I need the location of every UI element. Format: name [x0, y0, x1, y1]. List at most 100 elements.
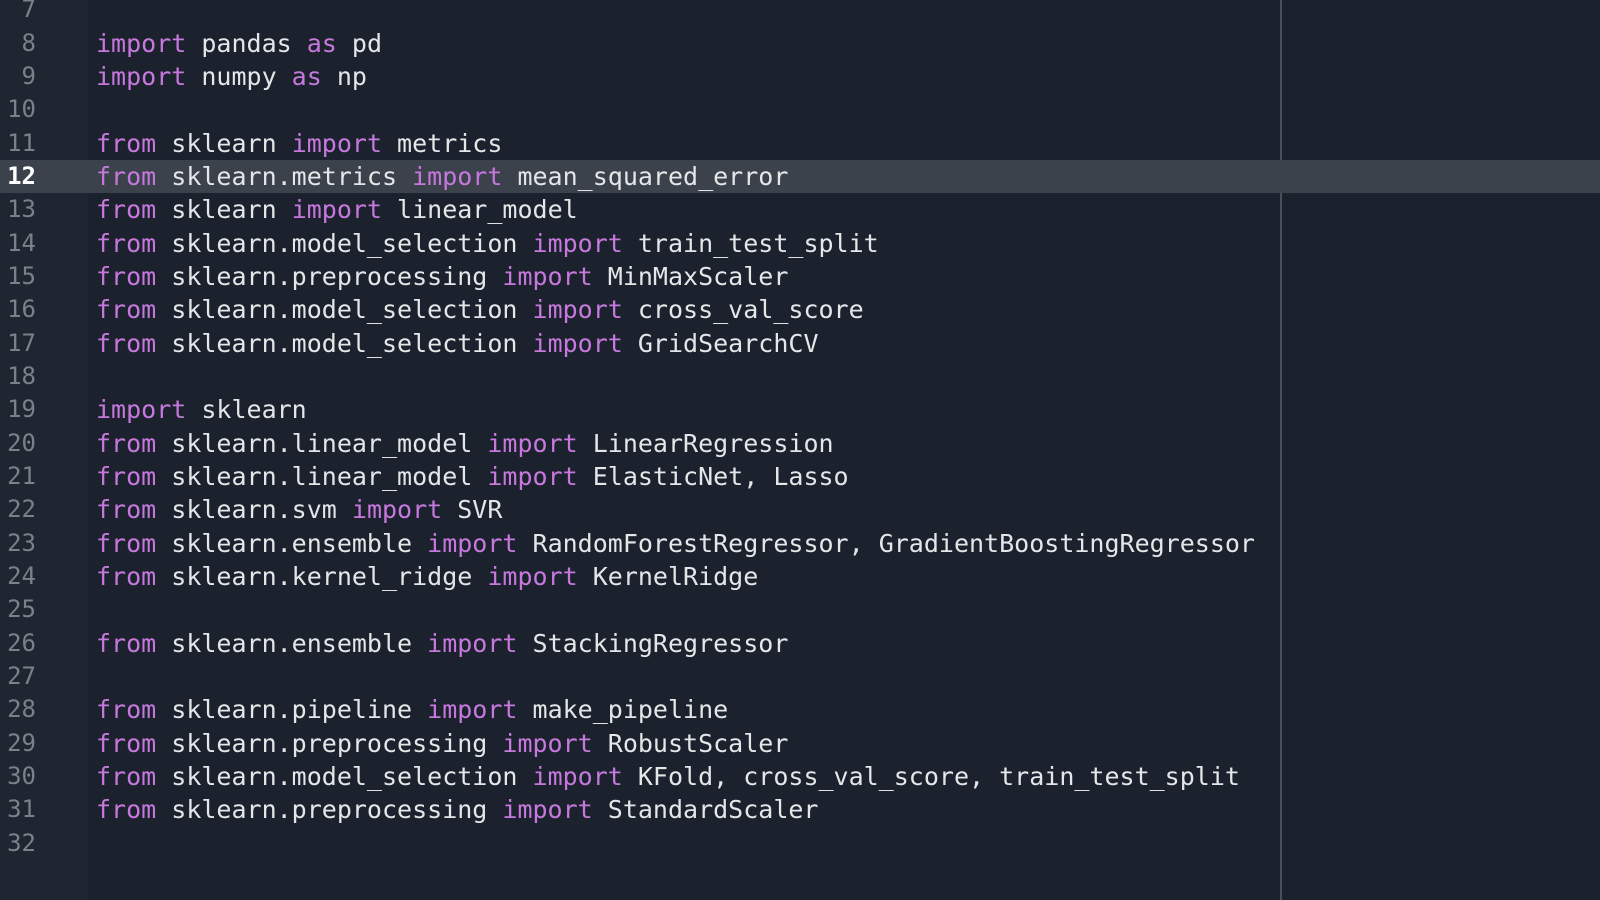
line-number: 25 [7, 595, 36, 624]
code-line[interactable]: 10 [0, 93, 1600, 126]
code-token: sklearn.preprocessing [156, 795, 503, 825]
code-text: from sklearn.preprocessing import MinMax… [96, 260, 788, 293]
keyword-token: import [96, 395, 187, 425]
line-number: 15 [7, 261, 36, 290]
line-number: 30 [7, 761, 36, 790]
keyword-token: from [96, 628, 157, 658]
keyword-token: import [532, 328, 623, 358]
line-number: 12 [7, 161, 36, 190]
line-number: 16 [7, 295, 36, 324]
line-number: 13 [7, 195, 36, 224]
code-token: sklearn.linear_model [156, 428, 488, 458]
code-token: sklearn.metrics [156, 161, 413, 191]
code-text: import numpy as np [96, 60, 367, 93]
code-token: pandas [186, 28, 307, 58]
keyword-token: from [96, 761, 157, 791]
keyword-token: from [96, 261, 157, 291]
code-line[interactable]: 32 [0, 827, 1600, 860]
code-line[interactable]: 23 from sklearn.ensemble import RandomFor… [0, 527, 1600, 560]
line-number: 17 [7, 328, 36, 357]
code-token: LinearRegression [577, 428, 834, 458]
code-token: sklearn.pipeline [156, 695, 428, 725]
code-line[interactable]: 30 from sklearn.model_selection import KF… [0, 760, 1600, 793]
code-token: cross_val_score [622, 295, 864, 325]
code-line[interactable]: 25 [0, 593, 1600, 626]
code-text: from sklearn import linear_model [96, 193, 578, 226]
keyword-token: import [487, 461, 578, 491]
line-number: 14 [7, 228, 36, 257]
keyword-token: import [502, 728, 593, 758]
keyword-token: import [532, 228, 623, 258]
code-line[interactable]: 22 from sklearn.svm import SVR [0, 493, 1600, 526]
code-line[interactable]: 18 [0, 360, 1600, 393]
code-text: from sklearn import metrics [96, 127, 502, 160]
keyword-token: import [291, 195, 382, 225]
code-text: from sklearn.ensemble import RandomFores… [96, 527, 1255, 560]
keyword-token: from [96, 295, 157, 325]
keyword-token: import [532, 761, 623, 791]
line-number-gutter [0, 0, 88, 900]
keyword-token: from [96, 128, 157, 158]
code-token: MinMaxScaler [592, 261, 789, 291]
line-number: 27 [7, 661, 36, 690]
code-token: RandomForestRegressor, GradientBoostingR… [517, 528, 1255, 558]
code-token: make_pipeline [517, 695, 729, 725]
line-number: 9 [21, 61, 36, 90]
line-number: 29 [7, 728, 36, 757]
code-token: sklearn.svm [156, 495, 352, 525]
keyword-token: from [96, 195, 157, 225]
line-number: 21 [7, 461, 36, 490]
line-number: 26 [7, 628, 36, 657]
code-text: from sklearn.model_selection import cros… [96, 293, 864, 326]
code-token: sklearn.preprocessing [156, 261, 503, 291]
code-token: train_test_split [622, 228, 879, 258]
code-token: numpy [186, 61, 292, 91]
code-token: KFold, cross_val_score, train_test_split [622, 761, 1240, 791]
code-line[interactable]: 9 import numpy as np [0, 60, 1600, 93]
keyword-token: import [532, 295, 623, 325]
keyword-token: as [306, 28, 337, 58]
code-line[interactable]: 13 from sklearn import linear_model [0, 193, 1600, 226]
keyword-token: from [96, 695, 157, 725]
code-token: metrics [382, 128, 503, 158]
keyword-token: as [291, 61, 322, 91]
keyword-token: from [96, 428, 157, 458]
code-token: sklearn.kernel_ridge [156, 561, 488, 591]
keyword-token: from [96, 561, 157, 591]
column-ruler [1280, 0, 1282, 900]
code-token: sklearn.model_selection [156, 761, 533, 791]
code-token: sklearn [156, 128, 292, 158]
code-token: linear_model [382, 195, 578, 225]
code-text: from sklearn.kernel_ridge import KernelR… [96, 560, 758, 593]
code-line[interactable]: 15 from sklearn.preprocessing import MinM… [0, 260, 1600, 293]
code-token: sklearn.preprocessing [156, 728, 503, 758]
code-line[interactable]: 27 [0, 660, 1600, 693]
line-number: 22 [7, 495, 36, 524]
code-text: from sklearn.svm import SVR [96, 493, 502, 526]
code-token: sklearn [186, 395, 307, 425]
code-text: import pandas as pd [96, 27, 382, 60]
keyword-token: import [96, 28, 187, 58]
code-text: from sklearn.metrics import mean_squared… [96, 160, 788, 193]
code-line[interactable]: 16 from sklearn.model_selection import cr… [0, 293, 1600, 326]
line-number: 23 [7, 528, 36, 557]
code-token: sklearn [156, 195, 292, 225]
line-number: 7 [21, 0, 36, 24]
code-line[interactable]: 12 from sklearn.metrics import mean_squar… [0, 159, 1600, 194]
keyword-token: from [96, 161, 157, 191]
code-line[interactable]: 7 [0, 0, 1600, 27]
keyword-token: import [502, 261, 593, 291]
